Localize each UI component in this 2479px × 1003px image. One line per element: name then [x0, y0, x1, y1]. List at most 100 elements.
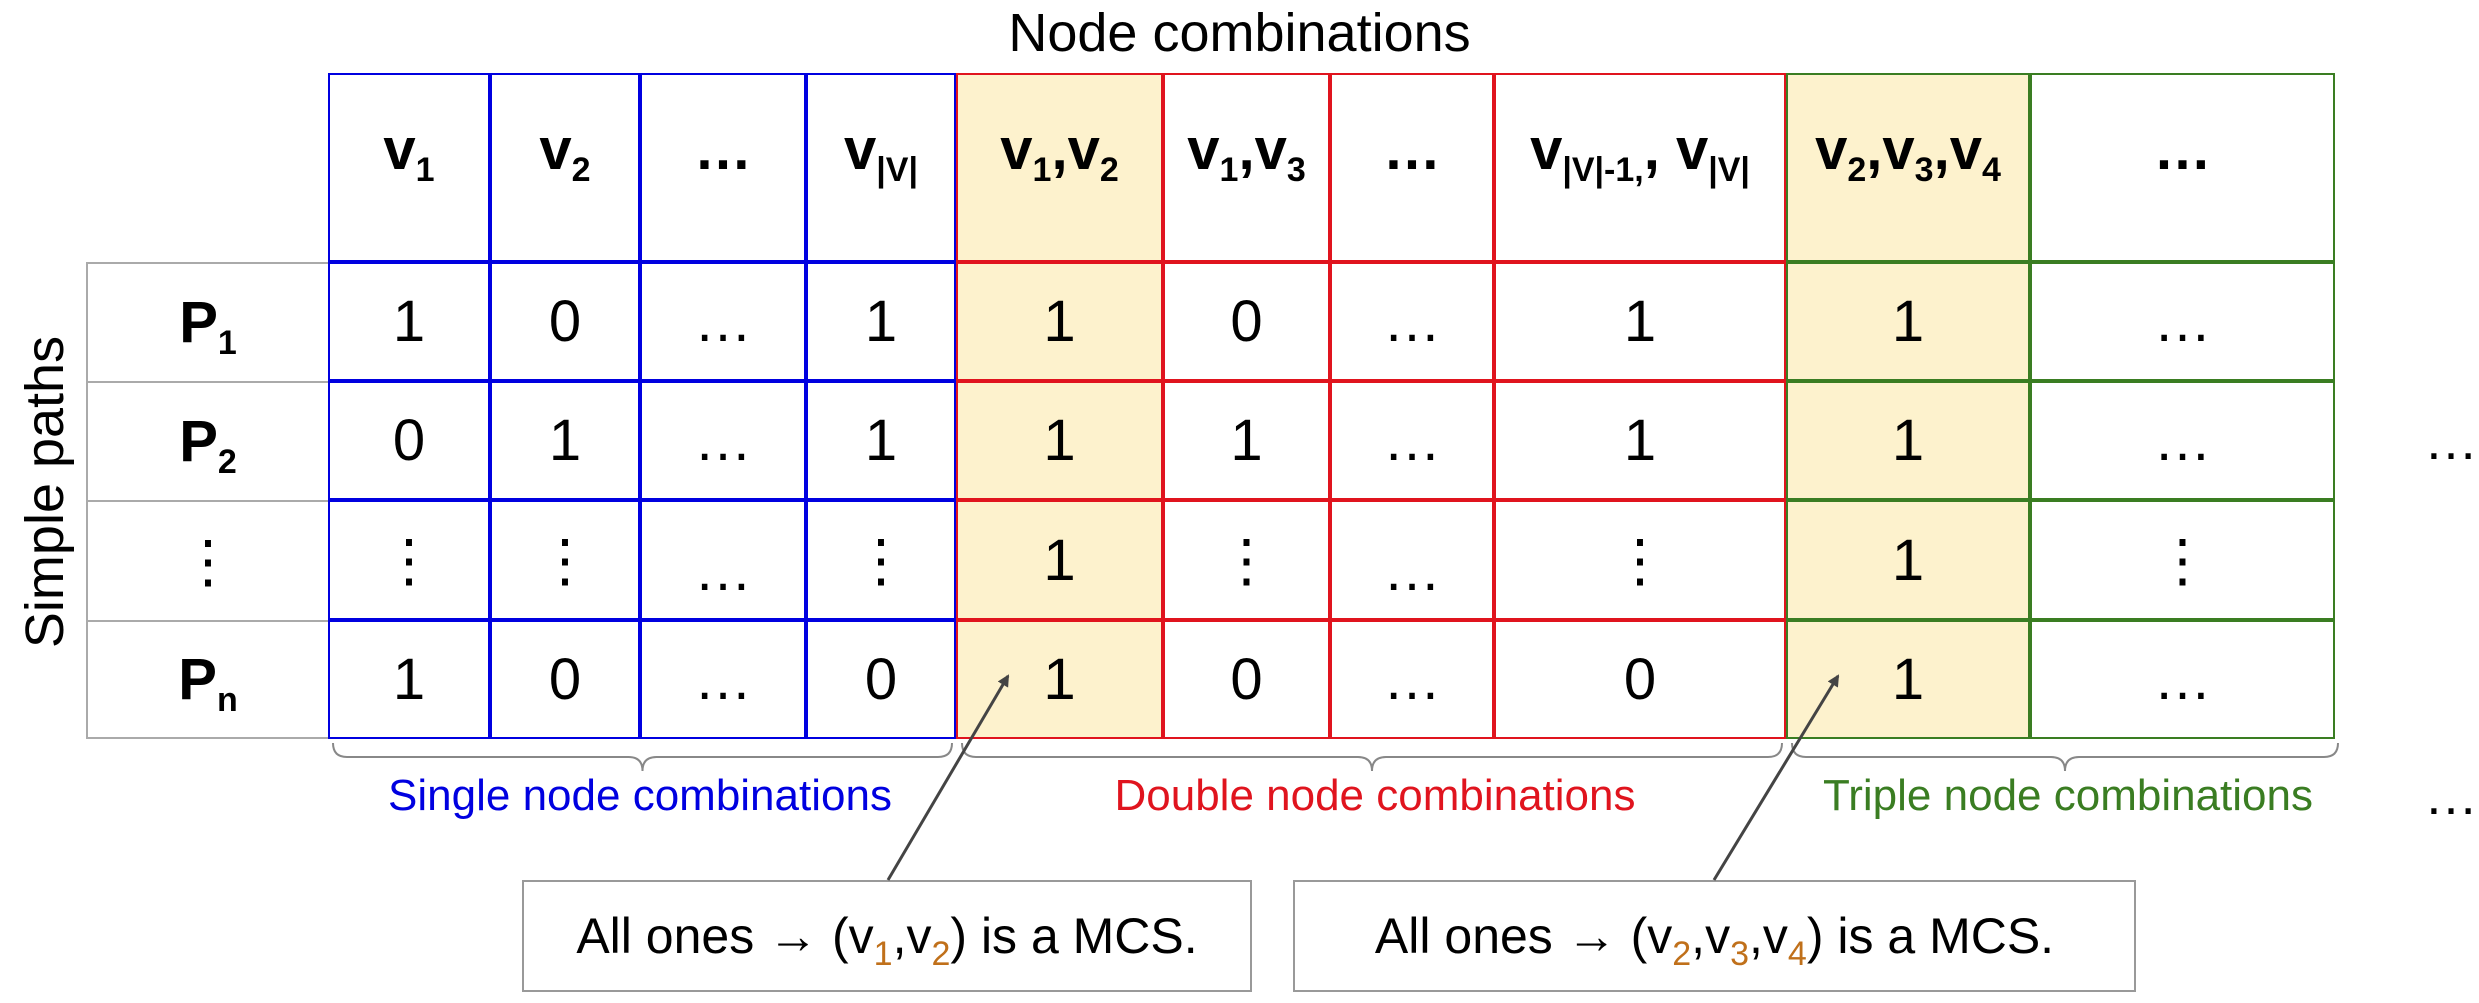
column-label: v|V| — [844, 117, 918, 189]
table-cell: 1 — [328, 620, 490, 739]
table-cell: … — [1330, 620, 1494, 739]
row-label: P2 — [179, 409, 237, 481]
table-cell: … — [1330, 262, 1494, 381]
cell-value: ⋮ — [2153, 528, 2212, 593]
column-header: v1,v2 — [956, 73, 1163, 262]
table-cell: 1 — [806, 381, 956, 500]
single-group-brace — [332, 742, 953, 772]
cell-value: 1 — [1230, 408, 1263, 473]
double-group-brace — [961, 742, 1783, 772]
table-cell: … — [640, 620, 806, 739]
table-cell: 1 — [956, 620, 1163, 739]
column-header: … — [1330, 73, 1494, 262]
row-header: P1 — [86, 262, 328, 381]
cell-value: 1 — [1891, 408, 1925, 473]
cell-value: ⋮ — [1611, 528, 1669, 593]
table-cell: 1 — [1494, 262, 1786, 381]
callout-mcs-v2-v3-v4: All ones → (v2,v3,v4) is a MCS. — [1293, 880, 2136, 992]
table-cell: ⋮ — [328, 500, 490, 620]
cell-value: 0 — [1623, 647, 1657, 712]
cell-value: 1 — [1891, 289, 1925, 354]
cell-value: ⋮ — [852, 528, 910, 593]
table-cell: 0 — [328, 381, 490, 500]
table-cell: … — [1330, 381, 1494, 500]
triple-group-brace — [1791, 742, 2339, 772]
callout-text: All ones → (v2,v3,v4) is a MCS. — [1374, 908, 2055, 973]
table-cell: … — [1330, 500, 1494, 620]
cell-value: … — [2153, 647, 2212, 712]
cell-value: … — [694, 289, 752, 354]
table-cell: 0 — [1494, 620, 1786, 739]
cell-value: … — [1383, 408, 1441, 473]
highlight-column — [1786, 73, 2030, 739]
column-header: v|V|-1,, v|V| — [1494, 73, 1786, 262]
table-cell: 0 — [806, 620, 956, 739]
table-cell: 1 — [1786, 500, 2030, 620]
table-cell: 0 — [490, 620, 640, 739]
table-cell: 1 — [328, 262, 490, 381]
cell-value: 0 — [548, 289, 582, 354]
table-cell: 1 — [1786, 381, 2030, 500]
column-label: v2,v3,v4 — [1815, 117, 2001, 189]
cell-value: … — [694, 538, 752, 603]
cell-value: 1 — [864, 289, 898, 354]
cell-value: 1 — [392, 289, 426, 354]
cell-value: … — [1383, 538, 1441, 603]
cell-value: … — [694, 408, 752, 473]
cell-value: 0 — [548, 647, 582, 712]
table-cell: 1 — [956, 262, 1163, 381]
table-cell: 1 — [1163, 381, 1330, 500]
cell-value: 0 — [392, 408, 426, 473]
cell-value: 1 — [392, 647, 426, 712]
column-label: v1,v3 — [1187, 117, 1306, 189]
cell-value: 1 — [1043, 647, 1076, 712]
column-label: v2 — [539, 117, 591, 189]
row-header: ⋮ — [86, 500, 328, 620]
column-label: … — [694, 117, 752, 182]
table-cell: … — [2030, 262, 2335, 381]
cell-value: … — [2153, 408, 2212, 473]
cell-value: … — [1383, 289, 1441, 354]
more-groups-ellipsis: … — [2424, 766, 2478, 826]
table-cell: ⋮ — [806, 500, 956, 620]
column-label: v1 — [383, 117, 435, 189]
cell-value: … — [1383, 647, 1441, 712]
arrow-to-v1v2 — [886, 674, 1010, 881]
table-cell: … — [2030, 620, 2335, 739]
table-cell: 1 — [1494, 381, 1786, 500]
table-cell: 1 — [1786, 262, 2030, 381]
table-cell: 1 — [956, 381, 1163, 500]
row-label: ⋮ — [179, 529, 237, 594]
cell-value: 0 — [1230, 647, 1263, 712]
column-header: … — [2030, 73, 2335, 262]
row-label: P1 — [179, 290, 237, 362]
cell-value: 1 — [1623, 408, 1657, 473]
table-cell: 0 — [1163, 262, 1330, 381]
cell-value: … — [694, 647, 752, 712]
cell-value: … — [2153, 289, 2212, 354]
highlight-column — [956, 73, 1163, 739]
arrow-to-v2v3v4 — [1712, 674, 1840, 881]
cell-value: 1 — [1623, 289, 1657, 354]
cell-value: 1 — [1043, 527, 1076, 593]
single-group-label: Single node combinations — [388, 771, 892, 820]
table-cell: … — [640, 381, 806, 500]
cell-value: ⋮ — [536, 528, 594, 593]
cell-value: 0 — [864, 647, 898, 712]
cell-value: ⋮ — [1217, 528, 1276, 593]
column-header: v1 — [328, 73, 490, 262]
cell-value: 1 — [1891, 647, 1925, 712]
column-header: … — [640, 73, 806, 262]
cell-value: ⋮ — [380, 528, 438, 593]
row-header: Pn — [86, 620, 328, 739]
diagram-title: Node combinations — [1008, 3, 1471, 63]
table-cell: 1 — [1786, 620, 2030, 739]
cell-value: 1 — [1043, 289, 1076, 354]
column-header: v2 — [490, 73, 640, 262]
cell-value: 0 — [1230, 289, 1263, 354]
table-cell: 0 — [1163, 620, 1330, 739]
table-cell: … — [640, 262, 806, 381]
table-cell: ⋮ — [490, 500, 640, 620]
